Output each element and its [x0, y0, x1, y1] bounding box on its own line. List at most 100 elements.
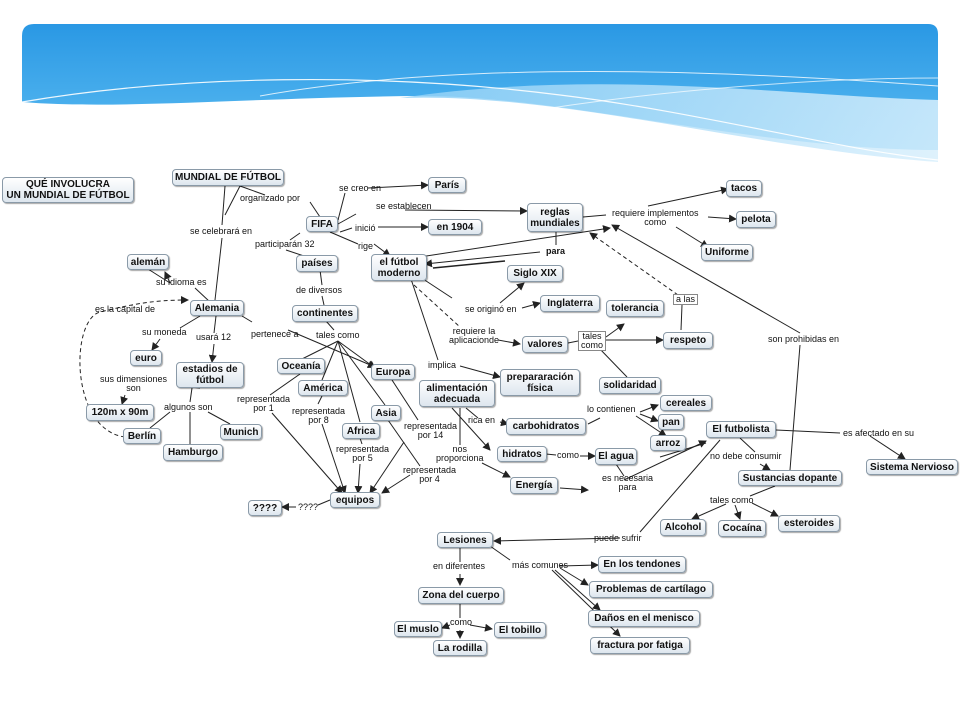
- link-label: se establecen: [376, 201, 432, 211]
- link-label: representada por 5: [336, 444, 390, 463]
- link-label: representada por 1: [237, 394, 291, 413]
- node-paris: París: [428, 177, 466, 193]
- node-inglaterra: Inglaterra: [540, 295, 600, 312]
- node-reglas: reglas mundiales: [527, 203, 583, 232]
- link-label: puede sufrir: [594, 533, 642, 543]
- link-label: no debe consumir: [710, 451, 782, 461]
- link-label: como: [450, 617, 473, 627]
- node-munich: Munich: [220, 424, 262, 440]
- node-cereales: cereales: [660, 395, 712, 411]
- node-europa: Europa: [371, 364, 415, 380]
- node-sistema-nervioso: Sistema Nervioso: [866, 459, 958, 475]
- node-esteroides: esteroides: [778, 515, 840, 532]
- node-alemania: Alemania: [190, 300, 244, 316]
- link-label: como: [557, 450, 580, 460]
- link-label: inició: [355, 223, 376, 233]
- link-label: nos proporciona: [436, 444, 484, 463]
- node-medidas: 120m x 90m: [86, 404, 154, 421]
- link-label: a las: [673, 294, 699, 305]
- node-uniforme: Uniforme: [701, 244, 753, 261]
- title-node: QUÉ INVOLUCRA UN MUNDIAL DE FÚTBOL: [2, 177, 134, 203]
- node-question: ????: [248, 500, 282, 516]
- node-asia: Asia: [371, 405, 401, 421]
- node-sustancias: Sustancias dopante: [738, 470, 842, 486]
- node-continentes: continentes: [292, 305, 358, 322]
- node-tacos: tacos: [726, 180, 762, 197]
- node-berlin: Berlín: [123, 428, 161, 444]
- node-tobillo: El tobillo: [494, 622, 546, 638]
- node-hidratos: hidratos: [497, 446, 547, 462]
- link-label: su idioma es: [156, 277, 207, 287]
- link-label: son prohibidas en: [768, 334, 840, 344]
- node-solidaridad: solidaridad: [599, 377, 661, 394]
- node-cartilago: Problemas de cartílago: [589, 581, 713, 598]
- link-label: usará 12: [196, 332, 232, 342]
- link-label: rige: [358, 241, 374, 251]
- link-label: tales como: [710, 495, 754, 505]
- node-cocaina: Cocaína: [718, 520, 766, 537]
- link-label: de diversos: [296, 285, 343, 295]
- link-label: es afectado en su: [843, 428, 915, 438]
- node-carbohidratos: carbohidratos: [506, 418, 586, 435]
- node-equipos: equipos: [330, 492, 380, 508]
- node-rodilla: La rodilla: [433, 640, 487, 656]
- link-label: ????: [298, 502, 319, 512]
- node-muslo: El muslo: [394, 621, 442, 637]
- node-alimentacion: alimentación adecuada: [419, 380, 495, 407]
- node-africa: Africa: [342, 423, 380, 439]
- node-fractura: fractura por fatiga: [590, 637, 690, 654]
- node-pan: pan: [658, 414, 684, 430]
- link-label: se creo en: [339, 183, 382, 193]
- link-label: implica: [428, 360, 457, 370]
- node-energia: Energía: [510, 477, 558, 494]
- link-label: rica en: [468, 415, 496, 425]
- node-aleman: alemán: [127, 254, 169, 270]
- link-label: se celebrará en: [190, 226, 253, 236]
- node-paises: países: [296, 255, 338, 272]
- header-banner: [21, 24, 939, 162]
- link-label: participarán 32: [255, 239, 315, 249]
- node-lesiones: Lesiones: [437, 532, 493, 548]
- link-label: es necesaria para: [602, 473, 654, 492]
- node-arroz: arroz: [650, 435, 686, 451]
- link-label: organizado por: [240, 193, 301, 203]
- link-label: es la capital de: [95, 304, 156, 314]
- link-label: tales como: [316, 330, 360, 340]
- link-label: representada por 14: [404, 421, 458, 440]
- node-oceania: Oceanía: [277, 358, 325, 374]
- node-siglo-xix: Siglo XIX: [507, 265, 563, 282]
- link-label: algunos son: [164, 402, 213, 412]
- node-respeto: respeto: [663, 332, 713, 349]
- node-pelota: pelota: [736, 211, 776, 228]
- node-valores: valores: [522, 336, 568, 353]
- link-label: pertenece a: [251, 329, 299, 339]
- node-mundial: MUNDIAL DE FÚTBOL: [172, 169, 284, 186]
- node-hamburgo: Hamburgo: [163, 444, 223, 461]
- link-label: para: [546, 246, 566, 256]
- node-menisco: Daños en el menisco: [588, 610, 700, 627]
- node-futbolista: El futbolista: [706, 421, 776, 438]
- link-label: requiere la aplicacionde: [449, 326, 500, 345]
- link-label: en diferentes: [433, 561, 486, 571]
- node-agua: El agua: [595, 448, 637, 465]
- link-label: representada por 4: [403, 465, 457, 484]
- node-estadios: estadios de fútbol: [176, 362, 244, 388]
- link-label: tales como: [578, 331, 607, 351]
- node-futbol-moderno: el fútbol moderno: [371, 254, 427, 281]
- node-fifa: FIFA: [306, 216, 338, 232]
- node-tolerancia: tolerancia: [606, 300, 664, 317]
- link-label: se originó en: [465, 304, 517, 314]
- link-label: sus dimensiones son: [100, 374, 168, 393]
- node-1904: en 1904: [428, 219, 482, 235]
- node-zona: Zona del cuerpo: [418, 587, 504, 604]
- node-euro: euro: [130, 350, 162, 366]
- connector: [224, 185, 241, 216]
- node-america: América: [298, 380, 348, 396]
- link-label: requiere implementos como: [612, 208, 699, 227]
- link-label: representada por 8: [292, 406, 346, 425]
- node-alcohol: Alcohol: [660, 519, 706, 536]
- link-label: más comunes: [512, 560, 569, 570]
- node-tendones: En los tendones: [598, 556, 686, 573]
- node-preparacion: prepararación física: [500, 369, 580, 396]
